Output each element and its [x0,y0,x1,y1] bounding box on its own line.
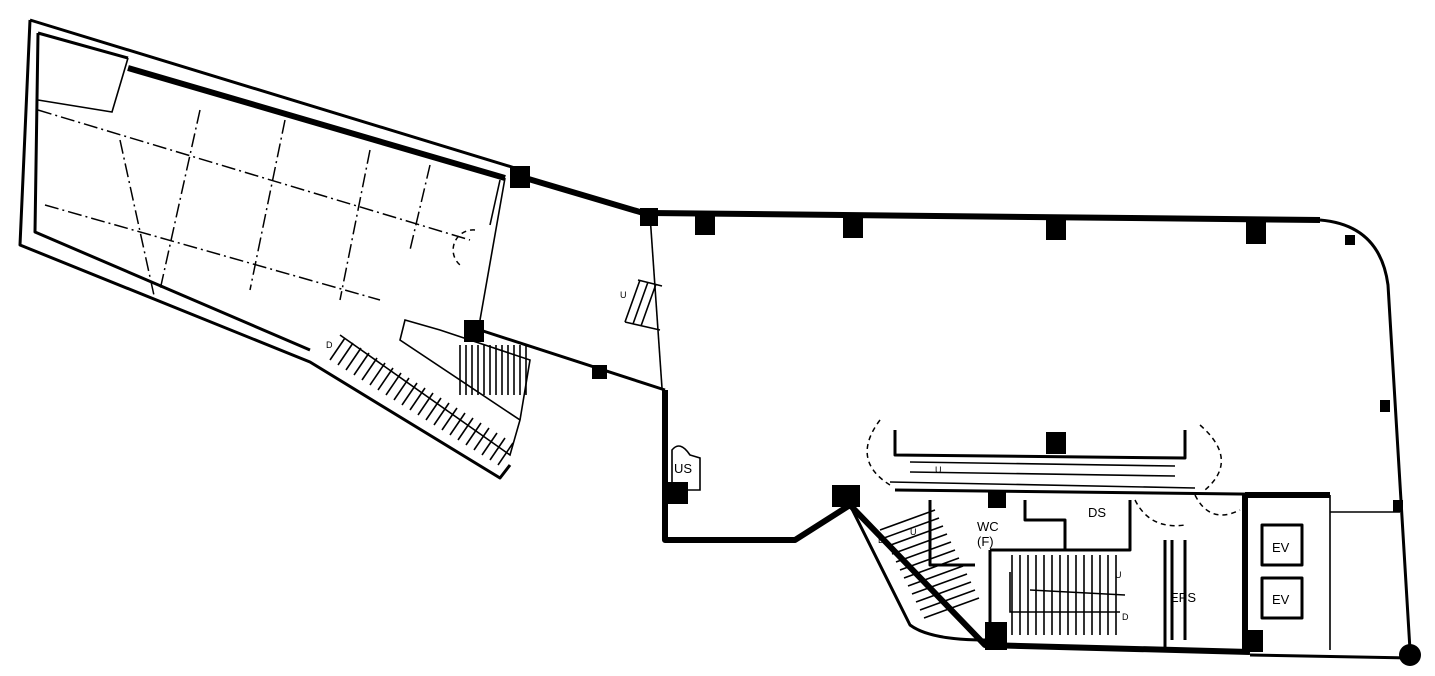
core-stair-down-label: D [1122,612,1129,622]
stair-treads [329,337,527,466]
us-label: US [674,461,692,476]
side-stair-down-label: D [878,535,885,545]
small-stair [624,279,663,331]
wc-sub-label: (F) [977,534,994,549]
side-stair-up-label: U [910,527,917,537]
stair-treads [1011,555,1117,635]
ev2-label: EV [1272,592,1290,607]
stair-down-label: D [326,340,333,350]
wc-label: WC [977,519,999,534]
exterior-stair: D [326,319,531,466]
elevator-1 [1260,523,1304,567]
eps-label: EPS [1170,590,1196,605]
core-stair-up-label: U [1115,570,1122,580]
left-wing [18,18,516,480]
ev1-label: EV [1272,540,1290,555]
elevator-2 [1260,576,1304,620]
core-up-label: U [935,465,942,475]
service-core: WC (F) DS U D EPS EV EV D U [878,488,1400,650]
stair-up-label: U [620,290,627,300]
ds-label: DS [1088,505,1106,520]
lobby-room: U [479,172,666,392]
main-floor: US U [649,210,1412,660]
stair-treads [879,509,980,619]
structural-columns [464,166,1421,666]
